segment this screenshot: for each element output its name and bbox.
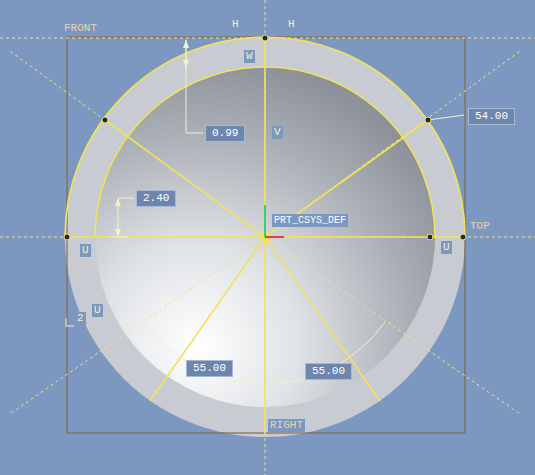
constraint-symbol: U — [80, 244, 91, 257]
dimension-value: 0.99 — [205, 125, 245, 142]
datum-plane-name: RIGHT — [268, 419, 305, 432]
sketch-points — [64, 35, 466, 242]
constraint-symbol: U — [441, 241, 452, 254]
coordinate-system-name: PRT_CSYS_DEF — [272, 214, 348, 227]
dimension-value: 55.00 — [186, 360, 233, 377]
constraint-symbol: V — [272, 126, 283, 139]
constraint-symbol: 2 — [75, 312, 86, 325]
shell-ring — [65, 37, 465, 437]
dimension-leaders — [110, 40, 464, 384]
datum-plane-name: TOP — [468, 220, 492, 233]
dimension-value: 55.00 — [305, 363, 352, 380]
constraint-symbol — [66, 318, 74, 326]
dimension-arrowheads — [115, 40, 189, 237]
dimension-value: 2.40 — [136, 190, 176, 207]
constraint-symbol: H — [230, 18, 241, 31]
sketch-boundary — [67, 37, 465, 433]
dimension-value: 54.00 — [468, 108, 515, 125]
constraint-symbol: W — [244, 50, 255, 63]
datum-plane-name: FRONT — [62, 22, 99, 35]
constraint-symbol: U — [92, 304, 103, 317]
constraint-symbol: H — [286, 18, 297, 31]
sketch-profile — [65, 37, 465, 433]
